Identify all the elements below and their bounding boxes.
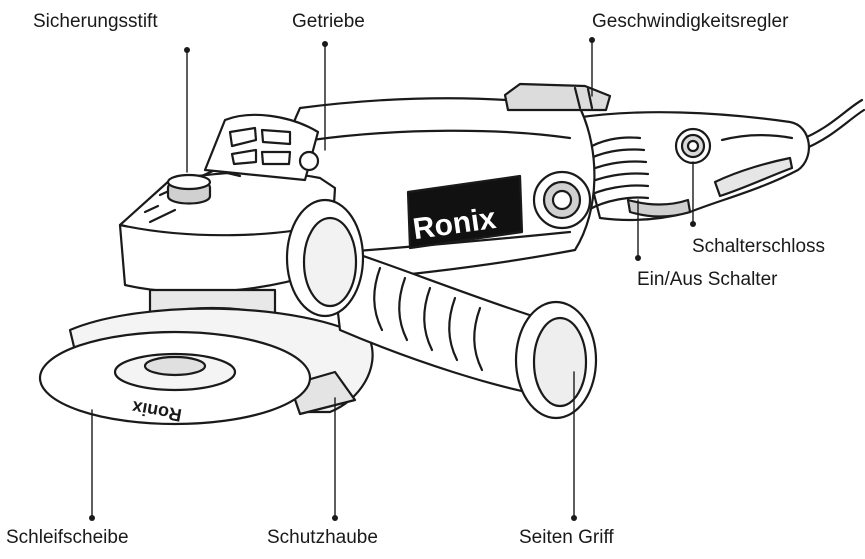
label-seiten-griff: Seiten Griff <box>519 527 614 548</box>
label-geschwindigkeitsregler: Geschwindigkeitsregler <box>592 11 789 32</box>
on-off-trigger <box>626 198 692 218</box>
label-schutzhaube: Schutzhaube <box>267 527 378 548</box>
label-schleifscheibe: Schleifscheibe <box>6 527 129 548</box>
gearbox-screw <box>298 150 320 172</box>
rear-handle <box>573 111 810 222</box>
side-handle-ribs <box>373 266 484 372</box>
handle-grip-recess-2 <box>720 134 794 142</box>
label-ein-aus-schalter: Ein/Aus Schalter <box>637 269 778 290</box>
label-sicherungsstift: Sicherungsstift <box>33 11 158 32</box>
body-logo-plate <box>406 174 524 250</box>
label-getriebe: Getriebe <box>292 11 365 32</box>
speed-dial <box>503 82 612 112</box>
handle-grip-recess <box>713 156 794 198</box>
label-schalterschloss: Schalterschloss <box>692 236 826 257</box>
gearbox-cap <box>203 113 320 182</box>
leader-lines <box>91 39 694 519</box>
